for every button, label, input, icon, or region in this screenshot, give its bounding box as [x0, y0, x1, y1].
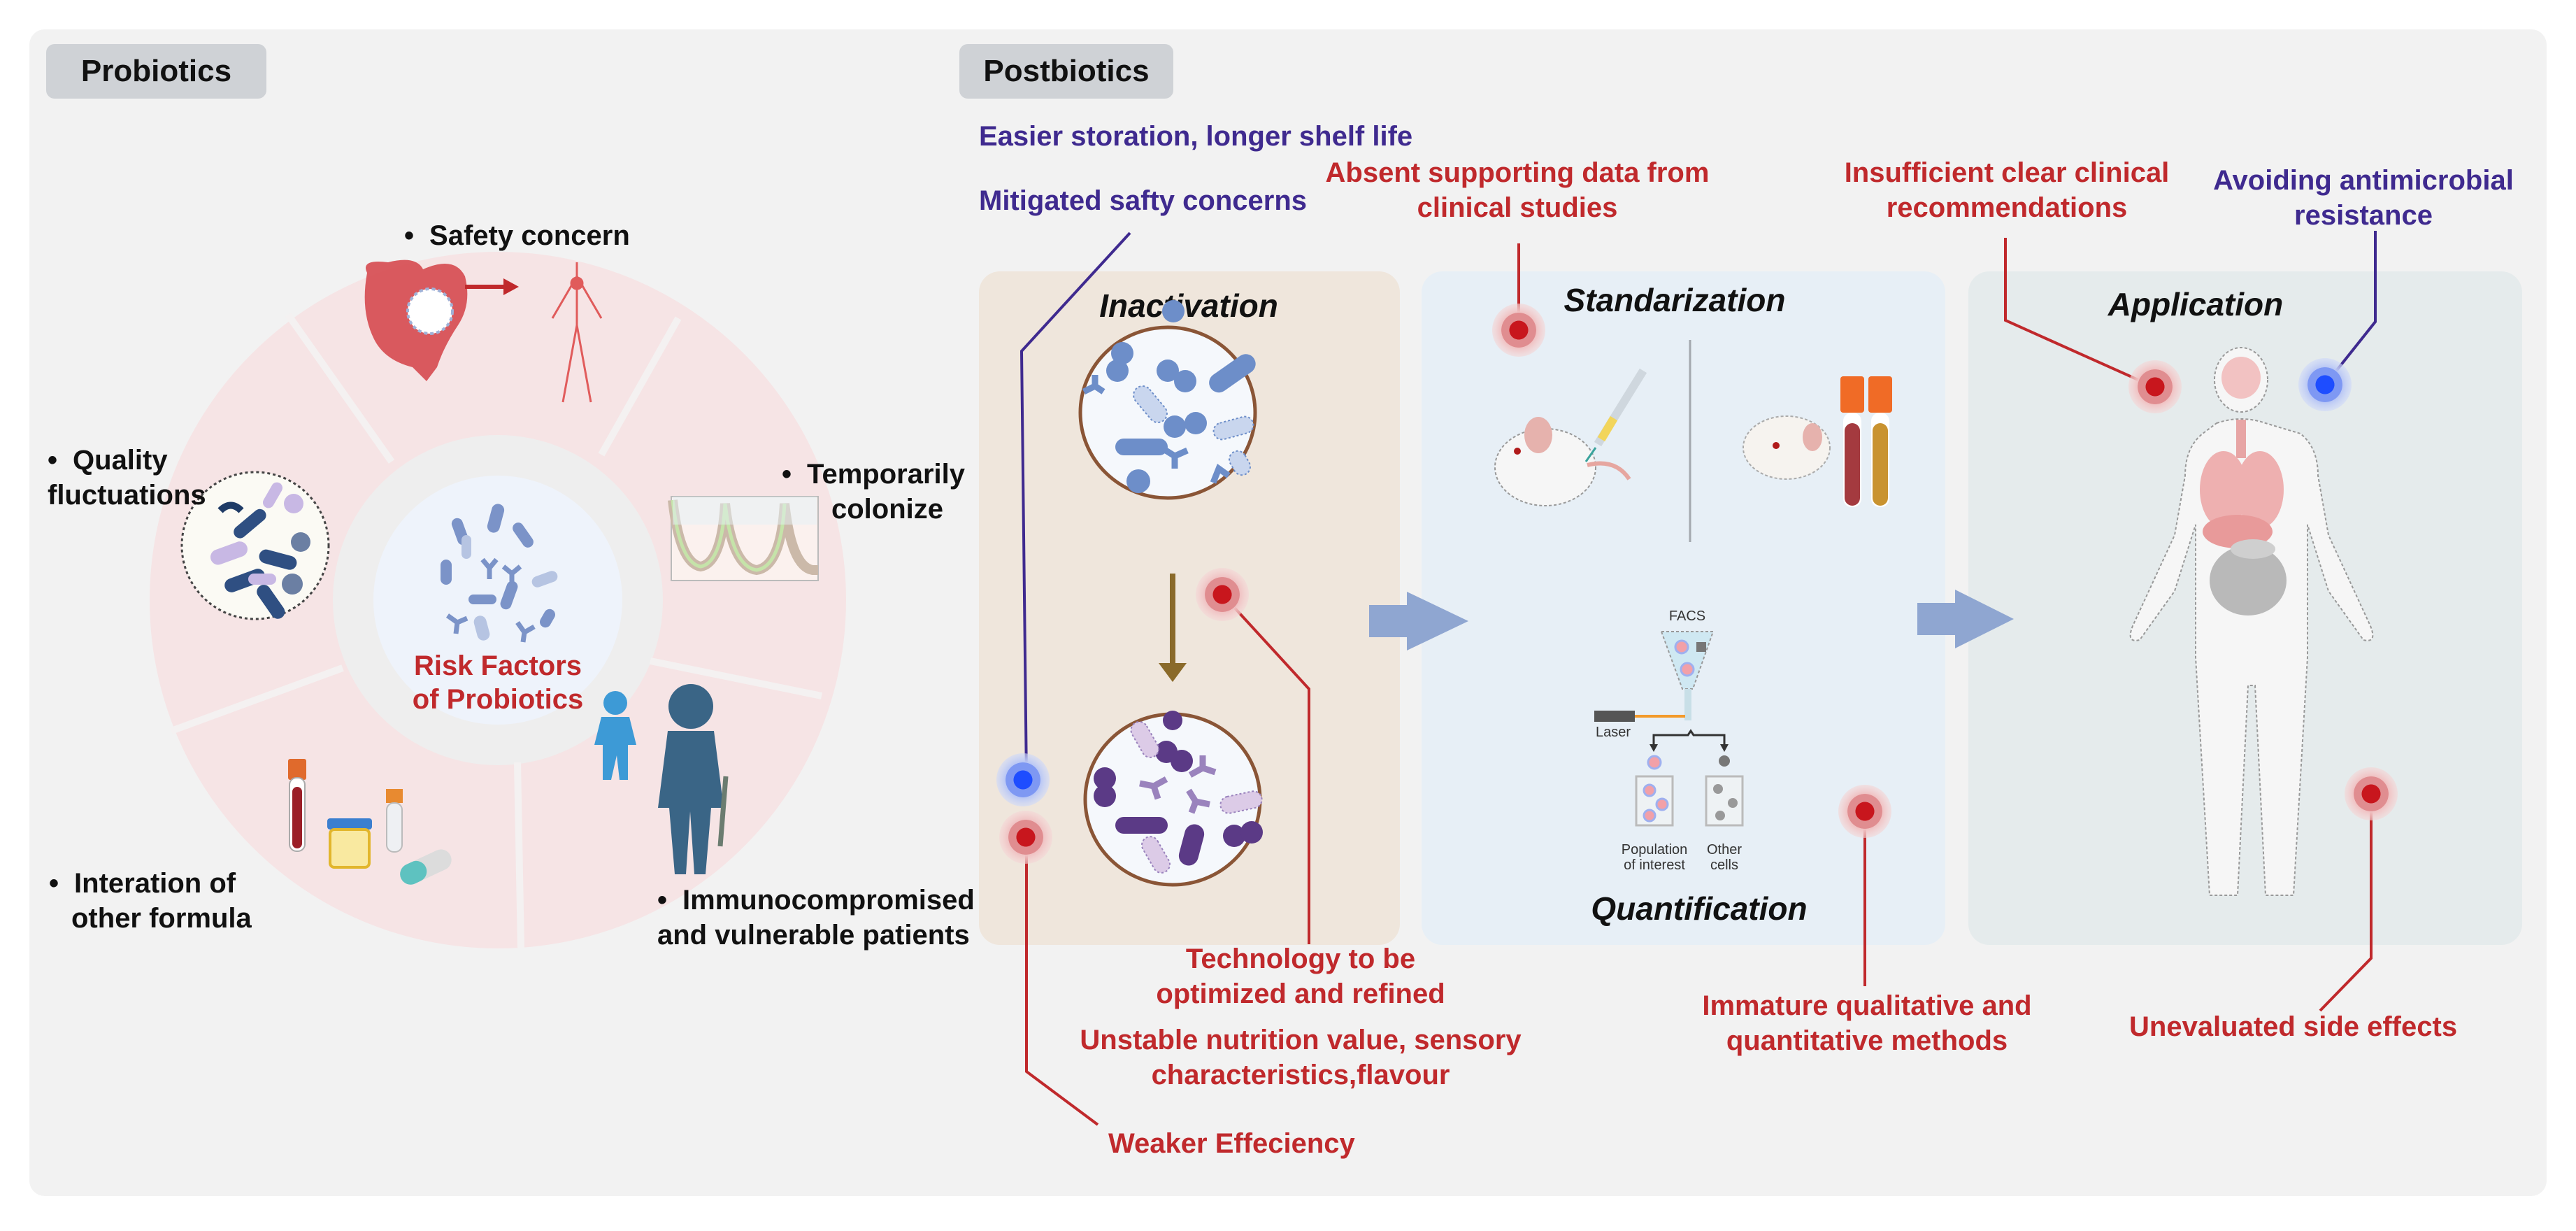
- inactivation-panel: [979, 271, 1400, 945]
- risk-factor-immuno-line1: Immunocompromised: [657, 883, 975, 918]
- challenge-immature-methods-line1: Immature qualitative and: [1702, 990, 2032, 1021]
- probiotics-section-tag: Probiotics: [46, 44, 266, 99]
- risk-factor-wheel: [150, 252, 846, 948]
- challenge-weaker-efficiency: Weaker Effeciency: [1108, 1128, 1355, 1159]
- other-cells-label: Other cells: [1696, 842, 1752, 873]
- other-cells-line2: cells: [1710, 858, 1738, 873]
- challenge-insufficient-recs: Insufficient clear clinical recommendati…: [1790, 155, 2224, 225]
- challenge-technology: Technology to be optimized and refined: [1091, 941, 1510, 1011]
- risk-factor-immunocompromised: Immunocompromised and vulnerable patient…: [657, 883, 975, 953]
- bacteria-sample-icon: [180, 471, 330, 620]
- challenge-insufficient-recs-line2: recommendations: [1886, 192, 2128, 223]
- risk-factor-interaction-line2: other formula: [71, 903, 252, 934]
- application-title: Application: [2108, 286, 2284, 322]
- challenge-immature-methods-line2: quantitative methods: [1726, 1025, 2008, 1056]
- advantage-amr-text: Avoiding antimicrobial resistance: [2213, 165, 2514, 231]
- patients-icon: [594, 684, 729, 874]
- risk-factor-colonize-line1: Temporarily: [782, 457, 965, 492]
- advantage-amr: Avoiding antimicrobial resistance: [2182, 163, 2545, 233]
- population-of-interest-label: Population of interest: [1619, 842, 1689, 873]
- inactivation-title: Inactivation: [1099, 287, 1278, 324]
- advantage-storage: Easier storation, longer shelf life: [979, 121, 1413, 152]
- population-line1: Population: [1621, 842, 1688, 858]
- challenge-unstable-nutrition: Unstable nutrition value, sensory charac…: [1042, 1023, 1559, 1093]
- intestine-infection-icon: [364, 259, 519, 381]
- challenge-insufficient-recs-line1: Insufficient clear clinical: [1844, 157, 2170, 188]
- challenge-immature-methods: Immature qualitative and quantitative me…: [1657, 988, 2077, 1058]
- intestinal-villi-icon: [668, 496, 819, 581]
- other-cells-line1: Other: [1706, 842, 1743, 858]
- facs-label: FACS: [1668, 609, 1706, 624]
- challenge-unstable-nutrition-line1: Unstable nutrition value, sensory: [1080, 1025, 1522, 1055]
- risk-factors-title-line2: of Probiotics: [412, 684, 584, 715]
- quantification-title: Quantification: [1591, 890, 1808, 927]
- advantage-safety: Mitigated safty concerns: [979, 185, 1308, 216]
- bacteria-cluster-icon: [441, 504, 558, 643]
- circulatory-system-icon: [551, 262, 603, 403]
- standardization-title: Standarization: [1564, 282, 1786, 318]
- risk-factor-quality-line1: Quality: [48, 443, 206, 478]
- risk-factor-colonize: Temporarily colonize: [782, 457, 965, 527]
- challenge-technology-line2: optimized and refined: [1156, 979, 1445, 1009]
- risk-factor-quality-line2: fluctuations: [48, 480, 206, 511]
- risk-factors-title: Risk Factors of Probiotics: [393, 649, 603, 716]
- challenge-side-effects: Unevaluated side effects: [2129, 1011, 2458, 1042]
- risk-factor-safety: Safety concern: [404, 218, 630, 253]
- risk-factors-title-line1: Risk Factors: [413, 650, 582, 681]
- challenge-unstable-nutrition-line2: characteristics,flavour: [1151, 1060, 1450, 1090]
- risk-factor-immuno-line2: and vulnerable patients: [657, 920, 970, 951]
- challenge-absent-data-line1: Absent supporting data from: [1325, 157, 1710, 188]
- risk-factor-colonize-line2: colonize: [831, 494, 944, 525]
- medication-samples-icon: [288, 759, 452, 885]
- postbiotics-section-tag: Postbiotics: [959, 44, 1173, 99]
- challenge-technology-line1: Technology to be: [1185, 944, 1416, 974]
- risk-factor-interaction-line1: Interation of: [49, 866, 252, 901]
- application-panel: [1968, 271, 2522, 945]
- challenge-absent-data-line2: clinical studies: [1417, 192, 1618, 223]
- risk-factor-quality: Quality fluctuations: [48, 443, 206, 513]
- population-line2: of interest: [1624, 858, 1685, 873]
- laser-label: Laser: [1595, 725, 1631, 740]
- risk-factor-interaction: Interation of other formula: [49, 866, 252, 936]
- challenge-absent-data: Absent supporting data from clinical stu…: [1301, 155, 1734, 225]
